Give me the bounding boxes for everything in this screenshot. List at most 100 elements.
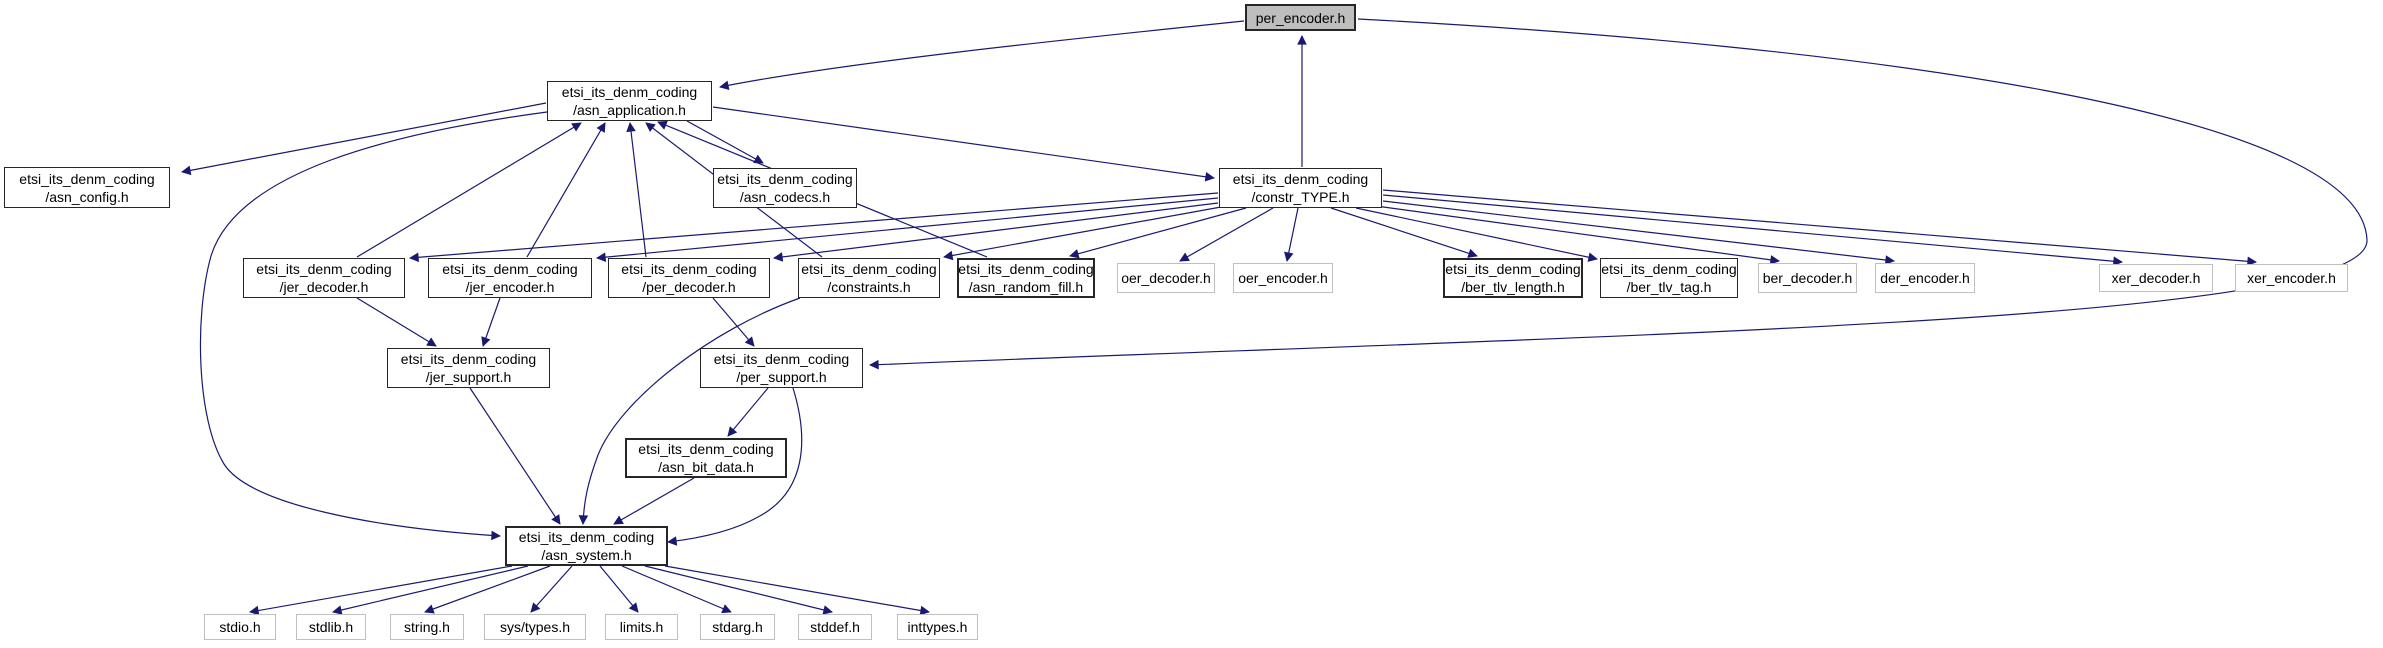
include-edge-asn_application-asn_codecs <box>686 120 764 164</box>
graph-node-label: /asn_codecs.h <box>739 189 831 205</box>
graph-node-label: etsi_its_denm_coding <box>801 261 937 277</box>
graph-node-stdarg: stdarg.h <box>700 614 775 640</box>
graph-node-per_support[interactable]: etsi_its_denm_coding/per_support.h <box>700 348 863 388</box>
graph-node-label: sys/types.h <box>499 619 571 635</box>
graph-node-label: string.h <box>404 619 450 635</box>
include-edge-asn_bit_data-asn_system <box>613 477 695 525</box>
graph-node-label: /ber_tlv_tag.h <box>1626 279 1712 295</box>
graph-node-label: etsi_its_denm_coding <box>19 170 155 187</box>
graph-node-label: /constr_TYPE.h <box>1251 189 1350 205</box>
include-edge-constr_TYPE-ber_decoder <box>1375 205 1780 265</box>
include-edge-asn_system-limits <box>599 565 639 613</box>
graph-node-label: etsi_its_denm_coding <box>621 261 757 277</box>
graph-node-label: etsi_its_denm_coding <box>1232 171 1369 187</box>
include-edge-constr_TYPE-xer_decoder <box>1382 194 2123 267</box>
graph-node-label: /per_decoder.h <box>642 279 736 295</box>
graph-node-asn_config[interactable]: etsi_its_denm_coding/asn_config.h <box>4 167 170 208</box>
graph-node-sys_types: sys/types.h <box>484 614 586 640</box>
include-edge-jer_encoder-asn_application <box>526 122 606 258</box>
graph-node-inttypes: inttypes.h <box>897 614 978 640</box>
graph-node-label: /asn_application.h <box>573 102 686 118</box>
graph-node-limits: limits.h <box>605 614 678 640</box>
graph-node-asn_system[interactable]: etsi_its_denm_coding/asn_system.h <box>505 526 668 566</box>
graph-node-label: xer_decoder.h <box>2111 270 2201 286</box>
include-edge-asn_application-constr_TYPE <box>712 106 1215 182</box>
graph-node-stdlib: stdlib.h <box>296 614 366 640</box>
include-edge-constr_TYPE-oer_encoder <box>1284 207 1299 262</box>
graph-node-per_encoder: per_encoder.h <box>1245 4 1356 31</box>
graph-node-jer_decoder[interactable]: etsi_its_denm_coding/jer_decoder.h <box>243 258 405 298</box>
graph-node-label: /asn_bit_data.h <box>658 459 754 475</box>
include-edge-constr_TYPE-ber_tlv_length <box>1330 207 1478 258</box>
include-edge-jer_support-asn_system <box>469 387 561 525</box>
graph-node-label: der_encoder.h <box>1880 270 1970 286</box>
graph-node-label: stddef.h <box>810 619 860 635</box>
graph-node-label: oer_encoder.h <box>1238 270 1328 286</box>
graph-node-stdio: stdio.h <box>204 614 276 640</box>
graph-node-label: etsi_its_denm_coding <box>958 261 1094 277</box>
graph-node-ber_tlv_tag[interactable]: etsi_its_denm_coding/ber_tlv_tag.h <box>1600 258 1738 298</box>
include-edge-asn_system-sys_types <box>530 565 573 613</box>
include-edge-constraints-asn_system <box>578 297 801 525</box>
graph-node-asn_bit_data[interactable]: etsi_its_denm_coding/asn_bit_data.h <box>625 438 787 478</box>
graph-node-asn_random_fill[interactable]: etsi_its_denm_coding/asn_random_fill.h <box>957 258 1095 298</box>
include-edge-jer_decoder-jer_support <box>356 297 437 347</box>
include-edge-per_decoder-per_support <box>712 297 755 347</box>
include-edge-constr_TYPE-jer_decoder <box>409 192 1219 263</box>
graph-node-jer_support[interactable]: etsi_its_denm_coding/jer_support.h <box>387 348 550 388</box>
include-edge-asn_system-string <box>424 565 551 614</box>
graph-node-asn_codecs[interactable]: etsi_its_denm_coding/asn_codecs.h <box>713 168 857 208</box>
include-edge-asn_system-stdio <box>249 565 513 616</box>
graph-node-label: per_encoder.h <box>1255 9 1346 26</box>
include-edge-asn_application-asn_config <box>181 102 547 176</box>
graph-node-label: /jer_encoder.h <box>465 279 555 295</box>
graph-node-label: /asn_random_fill.h <box>968 279 1084 295</box>
graph-node-label: /constraints.h <box>827 279 911 295</box>
graph-node-label: stdlib.h <box>308 619 354 635</box>
graph-node-label: xer_encoder.h <box>2247 270 2336 286</box>
include-edge-constr_TYPE-der_encoder <box>1382 200 1895 265</box>
graph-node-stddef: stddef.h <box>798 614 872 640</box>
include-edge-constr_TYPE-asn_random_fill <box>1069 207 1247 259</box>
graph-node-label: stdarg.h <box>712 619 763 635</box>
graph-node-constr_TYPE[interactable]: etsi_its_denm_coding/constr_TYPE.h <box>1219 168 1382 208</box>
graph-node-jer_encoder[interactable]: etsi_its_denm_coding/jer_encoder.h <box>428 258 592 298</box>
include-edge-asn_system-inttypes <box>664 565 930 616</box>
graph-node-label: etsi_its_denm_coding <box>256 261 392 277</box>
include-edge-constr_TYPE-xer_encoder <box>1382 189 2257 267</box>
graph-node-label: /jer_support.h <box>425 369 512 385</box>
graph-node-per_decoder[interactable]: etsi_its_denm_coding/per_decoder.h <box>608 258 770 298</box>
graph-node-label: etsi_its_denm_coding <box>717 171 853 187</box>
include-edge-jer_decoder-asn_application <box>356 122 582 258</box>
include-edge-constr_TYPE-oer_decoder <box>1179 207 1274 262</box>
graph-node-ber_decoder: ber_decoder.h <box>1758 263 1857 293</box>
graph-node-label: etsi_its_denm_coding <box>713 351 850 367</box>
graph-node-label: ber_decoder.h <box>1762 270 1853 286</box>
include-edge-per_decoder-asn_application <box>626 122 647 258</box>
graph-node-label: etsi_its_denm_coding <box>400 351 537 367</box>
include-edge-asn_application-asn_system <box>199 111 548 541</box>
graph-node-label: etsi_its_denm_coding <box>518 529 655 545</box>
include-edge-asn_system-stdlib <box>332 565 529 615</box>
graph-node-label: etsi_its_denm_coding <box>638 441 774 457</box>
include-edge-asn_system-stddef <box>644 565 833 615</box>
include-edge-per_encoder-per_support <box>869 18 2368 370</box>
graph-node-label: etsi_its_denm_coding <box>1445 261 1581 277</box>
graph-node-asn_application[interactable]: etsi_its_denm_coding/asn_application.h <box>547 81 712 121</box>
graph-node-label: etsi_its_denm_coding <box>442 261 578 277</box>
graph-node-ber_tlv_length[interactable]: etsi_its_denm_coding/ber_tlv_length.h <box>1443 258 1583 298</box>
graph-node-label: /ber_tlv_length.h <box>1461 279 1565 295</box>
graph-node-label: stdio.h <box>219 619 261 635</box>
graph-node-label: limits.h <box>619 619 664 635</box>
graph-node-constraints[interactable]: etsi_its_denm_coding/constraints.h <box>798 258 940 298</box>
graph-node-label: /per_support.h <box>736 369 827 385</box>
graph-node-label: inttypes.h <box>907 619 968 635</box>
graph-node-label: oer_decoder.h <box>1121 270 1211 286</box>
graph-node-xer_encoder: xer_encoder.h <box>2235 264 2348 292</box>
include-edge-asn_system-stdarg <box>621 565 732 614</box>
include-edge-constr_TYPE-ber_tlv_tag <box>1355 207 1598 262</box>
graph-node-label: /asn_system.h <box>541 547 632 563</box>
include-edge-per_encoder-asn_application <box>719 20 1245 91</box>
graph-node-xer_decoder: xer_decoder.h <box>2099 264 2213 292</box>
